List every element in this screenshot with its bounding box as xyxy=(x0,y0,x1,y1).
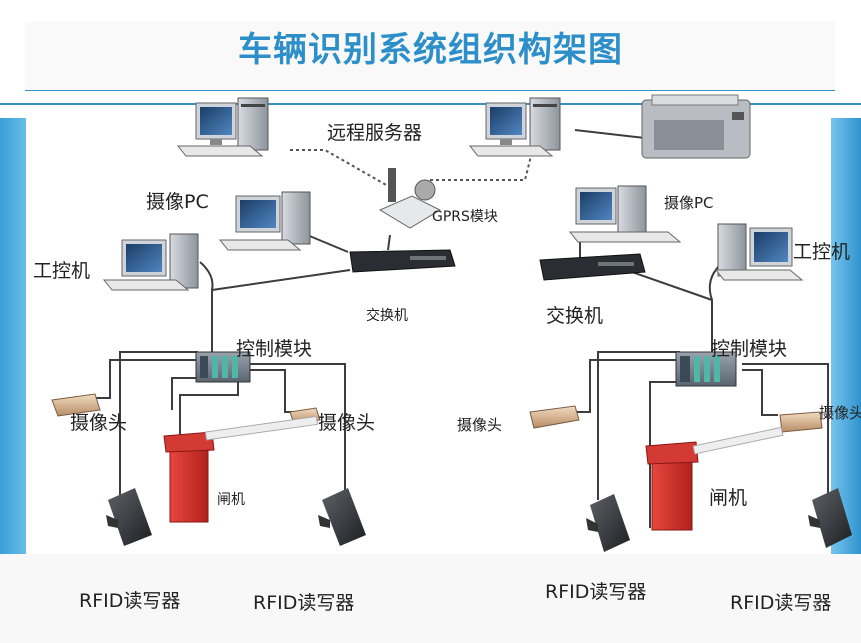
control-module-right xyxy=(675,351,737,387)
next-slide-button[interactable]: › xyxy=(812,594,820,618)
label-control-left: 控制模块 xyxy=(236,338,313,360)
title-bar xyxy=(25,22,835,91)
label-camera-l2: 摄像头 xyxy=(318,412,376,434)
background-bottom xyxy=(0,554,861,643)
page-title: 车辆识别系统组织构架图 xyxy=(238,30,623,70)
label-rfid-2: RFID读写器 xyxy=(253,592,355,614)
control-module-left xyxy=(195,351,251,383)
label-camera-r2: 摄像头 xyxy=(819,404,861,422)
gprs-links xyxy=(290,149,533,191)
gate-left xyxy=(163,415,319,523)
label-camera-pc-left: 摄像PC xyxy=(146,191,209,213)
rfid-reader-2 xyxy=(318,488,366,546)
industrial-pc-right xyxy=(714,223,804,281)
background-blue-left xyxy=(0,118,26,554)
camera-right-2 xyxy=(779,411,823,433)
camera-right-1 xyxy=(529,405,580,429)
label-gate-right: 闸机 xyxy=(709,487,748,509)
label-camera-l1: 摄像头 xyxy=(70,412,128,434)
label-rfid-3: RFID读写器 xyxy=(545,581,647,603)
rfid-reader-3 xyxy=(586,494,630,552)
switch-left xyxy=(349,249,456,273)
label-ipc-left: 工控机 xyxy=(33,260,91,282)
label-gprs: GPRS模块 xyxy=(432,209,498,225)
rfid-reader-4 xyxy=(808,488,852,548)
camera-pc-left xyxy=(218,191,311,251)
camera-pc-right xyxy=(568,185,682,243)
label-camera-r1: 摄像头 xyxy=(457,416,503,434)
gate-right xyxy=(645,426,784,531)
title-underline xyxy=(0,103,861,105)
label-ipc-right: 工控机 xyxy=(793,241,851,263)
background-blue-right xyxy=(831,118,861,554)
industrial-pc-left xyxy=(102,233,199,291)
label-control-right: 控制模块 xyxy=(711,338,788,360)
label-rfid-4: RFID读写器 xyxy=(730,592,832,614)
prev-slide-button[interactable]: ‹ xyxy=(747,594,755,618)
camera-left-1 xyxy=(51,393,101,417)
label-rfid-1: RFID读写器 xyxy=(79,590,181,612)
label-remote-server: 远程服务器 xyxy=(327,122,423,144)
server-computer-right xyxy=(468,97,561,157)
label-switch-right: 交换机 xyxy=(546,305,604,327)
server-computer-left xyxy=(176,97,269,157)
label-camera-pc-right: 摄像PC xyxy=(664,194,714,212)
printer xyxy=(641,94,751,159)
gprs-module xyxy=(378,168,442,229)
label-switch-left: 交换机 xyxy=(366,308,408,324)
label-gate-left: 闸机 xyxy=(217,492,245,508)
switch-right xyxy=(539,253,646,281)
rfid-reader-1 xyxy=(106,488,152,546)
